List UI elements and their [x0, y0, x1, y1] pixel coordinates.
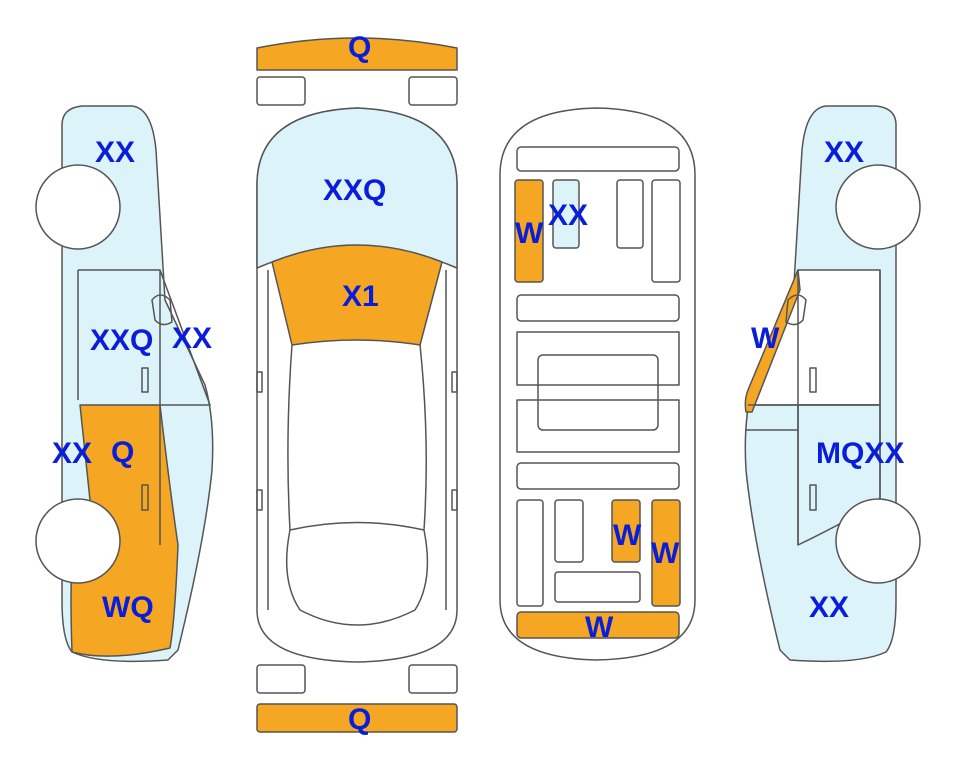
right-front-fender-code: XX [809, 591, 849, 624]
damage-labels: XX XXQ XX XX Q WQ Q XXQ X1 Q W XX W W W … [52, 31, 904, 736]
left-rear-door-code: XXQ [90, 324, 153, 357]
left-front-door-edge-code: XX [52, 437, 92, 470]
underbody-front-right-rail [651, 179, 681, 283]
underbody-front-crossmember [516, 146, 680, 172]
right-side-view [744, 105, 921, 663]
underbody-rear-crossmember[interactable] [516, 611, 680, 639]
top-front-right-light [408, 76, 458, 106]
underbody-front-inner-panel-code: XX [548, 199, 588, 232]
right-rear-quarter-code: XX [824, 136, 864, 169]
underbody-rear-left-inner [554, 499, 584, 563]
right-front-wheel [835, 498, 921, 584]
underbody-front-left-rail-code: W [515, 217, 544, 250]
top-view [256, 37, 458, 733]
underbody-rear-right-inner[interactable] [611, 499, 641, 563]
left-front-door-code: Q [111, 436, 134, 469]
left-rear-quarter-code: XX [95, 136, 135, 169]
right-mirror [785, 294, 807, 326]
right-rear-wheel [835, 164, 921, 250]
right-front-door-code: MQXX [816, 437, 904, 470]
left-front-wheel [35, 498, 121, 584]
top-front-bumper-code: Q [348, 31, 371, 64]
top-rear-left-light [256, 664, 306, 694]
underbody-mid-bar [516, 294, 680, 322]
underbody-front-inner-panel[interactable] [552, 179, 580, 249]
left-front-fender-code: WQ [102, 591, 154, 624]
top-rear-right-light [408, 664, 458, 694]
top-front-left-light [256, 76, 306, 106]
underbody-rear-right-rail-code: W [651, 537, 680, 570]
top-front-bumper[interactable] [256, 37, 458, 71]
right-a-pillar-code: W [751, 322, 780, 355]
left-side-view [35, 105, 214, 663]
underbody-rear-crossmember-code: W [585, 611, 614, 644]
underbody-outline [499, 107, 696, 661]
underbody-rear-right-rail[interactable] [651, 499, 681, 607]
left-door-handle [141, 367, 149, 511]
underbody-rear-box [554, 571, 641, 603]
left-rear-wheel [35, 164, 121, 250]
left-side-glass-line [77, 269, 211, 545]
top-rear-bumper[interactable] [256, 703, 458, 733]
right-door-handle [809, 367, 817, 511]
top-windshield[interactable] [271, 244, 443, 346]
underbody-rear-left-rail [516, 499, 544, 607]
underbody-rear-bar [516, 462, 680, 490]
right-side-lines [746, 270, 881, 545]
top-rear-bumper-code: Q [348, 703, 371, 736]
left-rear-door-window-code: XX [172, 322, 212, 355]
underbody-front-left-rail[interactable] [514, 179, 544, 283]
top-left-mirror [256, 371, 263, 511]
top-hood-code: XXQ [323, 174, 386, 207]
top-windshield-code: X1 [342, 280, 379, 313]
underbody-center-frame [516, 331, 680, 453]
right-a-pillar-damage[interactable] [744, 269, 801, 413]
underbody-view [499, 107, 696, 661]
left-mirror [151, 294, 173, 326]
underbody-center-tank [537, 354, 659, 431]
top-cabin-lines [267, 270, 447, 626]
underbody-rear-right-inner-code: W [613, 519, 642, 552]
underbody-front-right-inner [616, 179, 644, 249]
top-right-mirror [451, 371, 458, 511]
